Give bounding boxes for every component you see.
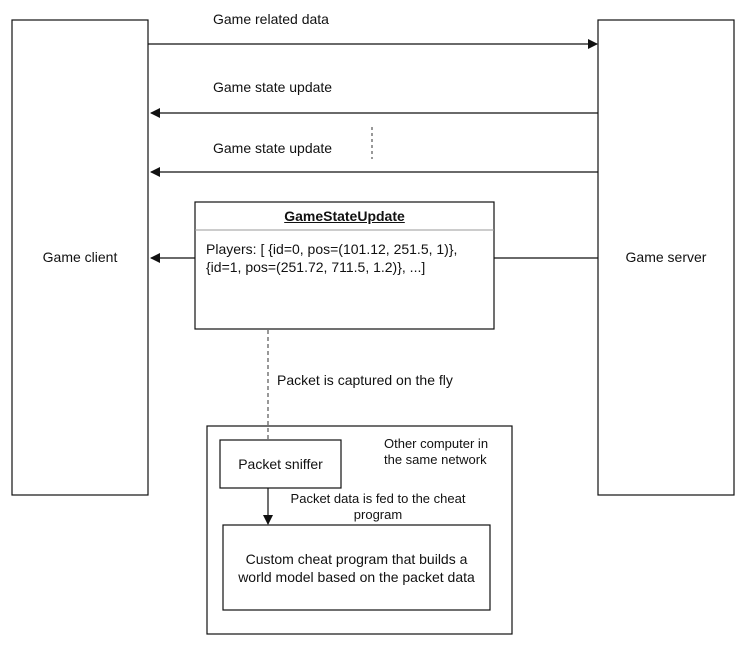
game-related-data-label: Game related data [213,11,329,27]
gamestateupdate-box [194,201,495,330]
cheat-program-label: Custom cheat program that builds a world… [238,551,475,585]
game-client-box [11,19,149,496]
game-server-box [597,19,735,496]
packet-captured-label: Packet is captured on the fly [277,372,453,388]
gamestateupdate-line-2: {id=1, pos=(251.72, 711.5, 1.2)}, ...] [206,259,426,275]
packet-sniffer-box [219,439,342,489]
packet-sniffer-label: Packet sniffer [238,456,323,472]
gamestateupdate-line-1: Players: [ {id=0, pos=(101.12, 251.5, 1)… [206,241,458,257]
game-client-label: Game client [42,249,118,265]
game-state-update-label-2: Game state update [213,140,333,156]
packet-fed-label: Packet data is fed to the cheat program [290,491,466,522]
other-computer-box [206,425,513,635]
other-computer-label: Other computer in the same network [384,436,489,467]
game-state-update-label-1: Game state update [213,79,333,95]
cheat-program-box [222,524,491,611]
game-server-label: Game server [625,249,707,265]
gamestateupdate-title: GameStateUpdate [284,208,405,224]
